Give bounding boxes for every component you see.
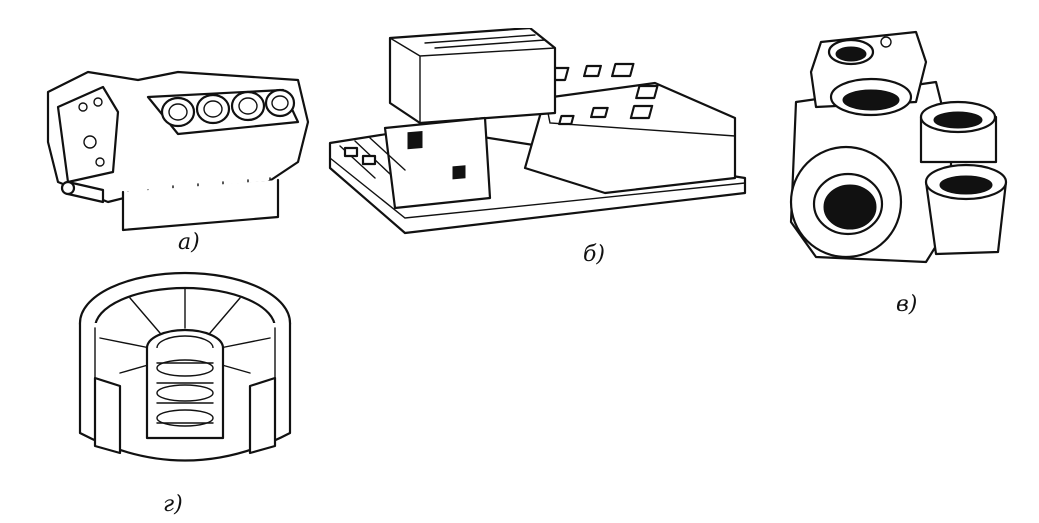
caption-b: б) [583,242,606,267]
machine-bed-drawing [325,28,750,243]
caption-a: а) [178,230,200,255]
engine-block-drawing [28,52,318,242]
caption-v: в) [896,292,918,317]
caption-g: г) [163,492,183,517]
pipe-fitting-drawing [776,22,1021,272]
cutaway-housing-drawing [75,268,295,478]
